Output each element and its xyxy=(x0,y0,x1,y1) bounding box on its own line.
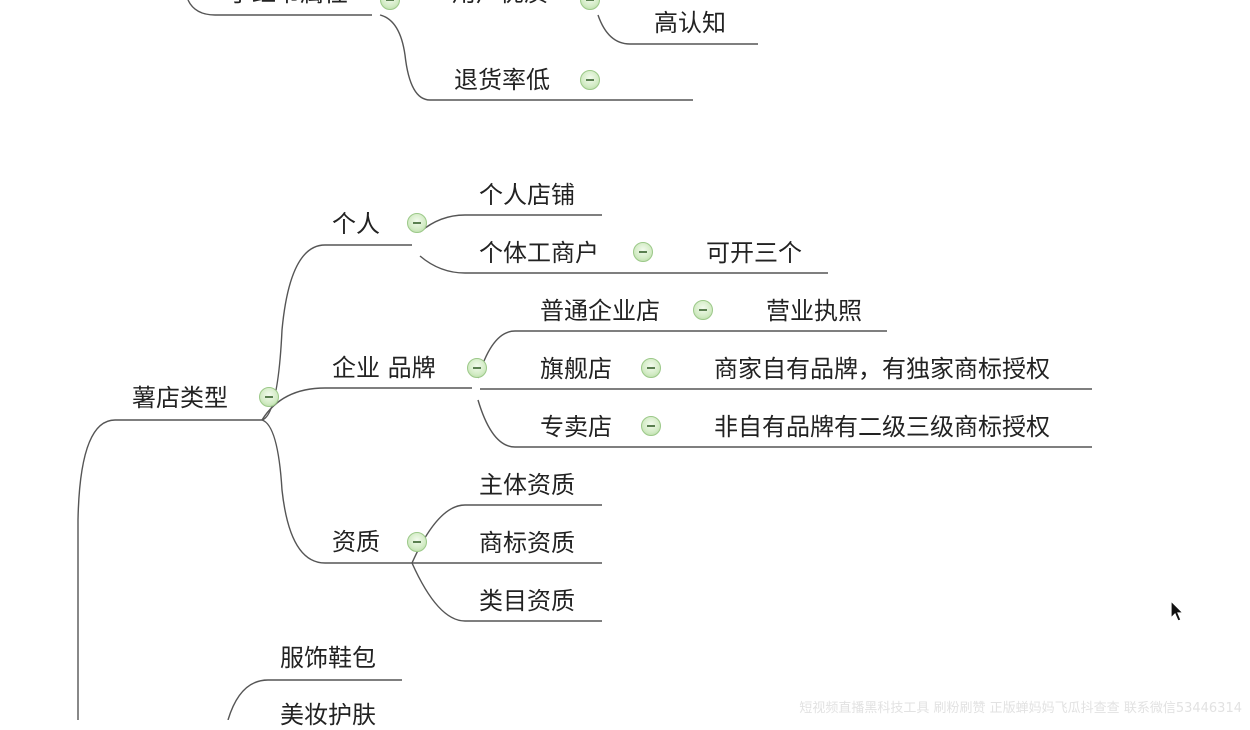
node-label[interactable]: 手红书属性 xyxy=(228,0,348,8)
collapse-toggle-icon[interactable] xyxy=(633,242,653,262)
node-label[interactable]: 个人 xyxy=(332,210,380,238)
node-label[interactable]: 专卖店 xyxy=(540,413,612,441)
node-label[interactable]: 个体工商户 xyxy=(479,239,599,267)
root-node-label[interactable]: 薯店类型 xyxy=(132,384,228,412)
node-label[interactable]: 可开三个 xyxy=(706,239,802,267)
node-label[interactable]: 美妆护肤 xyxy=(280,701,376,729)
collapse-toggle-icon[interactable] xyxy=(259,387,279,407)
node-label[interactable]: 服饰鞋包 xyxy=(280,644,376,672)
collapse-toggle-icon[interactable] xyxy=(467,358,487,378)
node-label[interactable]: 用户优质 xyxy=(452,0,548,8)
node-label[interactable]: 商家自有品牌，有独家商标授权 xyxy=(714,355,1050,383)
node-label[interactable]: 个人店铺 xyxy=(479,181,575,209)
watermark-text: 短视频直播黑科技工具 刷粉刷赞 正版蝉妈妈飞瓜抖查查 联系微信53446314 xyxy=(799,701,1242,716)
node-label[interactable]: 营业执照 xyxy=(766,297,862,325)
mouse-cursor-icon xyxy=(1170,600,1185,622)
node-label[interactable]: 企业 品牌 xyxy=(332,354,436,382)
collapse-toggle-icon[interactable] xyxy=(641,358,661,378)
node-label[interactable]: 主体资质 xyxy=(479,471,575,499)
node-label[interactable]: 类目资质 xyxy=(479,587,575,615)
node-label[interactable]: 高认知 xyxy=(654,9,726,37)
collapse-toggle-icon[interactable] xyxy=(407,532,427,552)
node-label[interactable]: 普通企业店 xyxy=(540,297,660,325)
collapse-toggle-icon[interactable] xyxy=(580,70,600,90)
collapse-toggle-icon[interactable] xyxy=(693,300,713,320)
node-label[interactable]: 退货率低 xyxy=(454,66,550,94)
node-label[interactable]: 旗舰店 xyxy=(540,355,612,383)
node-label[interactable]: 商标资质 xyxy=(479,529,575,557)
collapse-toggle-icon[interactable] xyxy=(641,416,661,436)
node-label[interactable]: 资质 xyxy=(332,528,380,556)
collapse-toggle-icon[interactable] xyxy=(407,213,427,233)
node-label[interactable]: 非自有品牌有二级三级商标授权 xyxy=(714,413,1050,441)
